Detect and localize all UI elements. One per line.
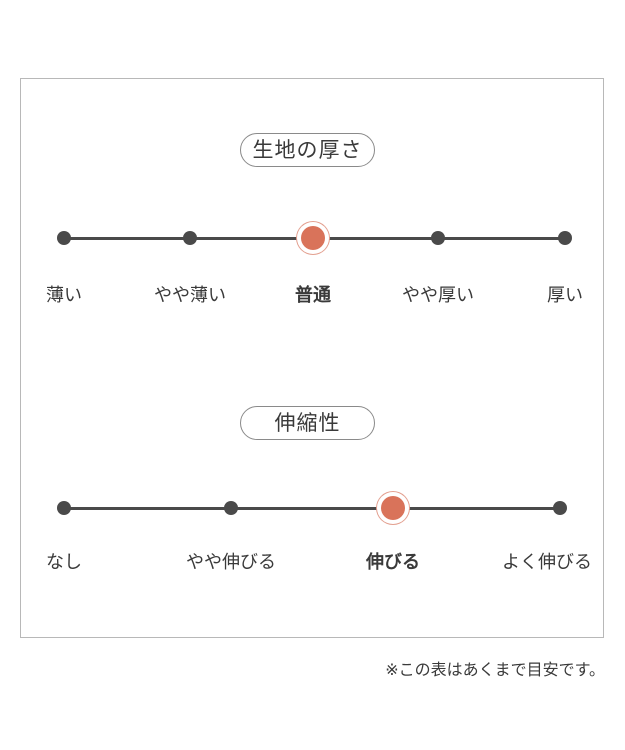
thickness-level-dot-4 — [558, 231, 572, 245]
thickness-level-dot-0 — [57, 231, 71, 245]
thickness-label-4: 厚い — [547, 285, 583, 306]
spec-panel — [20, 78, 604, 638]
stretch-label-1: やや伸びる — [186, 552, 276, 573]
disclaimer-note: ※この表はあくまで目安です。 — [385, 660, 605, 679]
thickness-label-3: やや厚い — [402, 285, 474, 306]
stretch-scale-track — [64, 507, 560, 510]
thickness-level-dot-3 — [431, 231, 445, 245]
section-title-thickness: 生地の厚さ — [240, 133, 375, 167]
thickness-label-0: 薄い — [46, 285, 82, 306]
stretch-label-0: なし — [46, 552, 82, 573]
stretch-label-2: 伸びる — [366, 552, 420, 573]
stretch-label-3: よく伸びる — [502, 552, 592, 573]
stretch-level-dot-1 — [224, 501, 238, 515]
stretch-level-dot-0 — [57, 501, 71, 515]
section-title-stretch: 伸縮性 — [240, 406, 375, 440]
thickness-label-1: やや薄い — [154, 285, 226, 306]
thickness-level-dot-1 — [183, 231, 197, 245]
thickness-label-2: 普通 — [295, 285, 331, 306]
stretch-level-dot-3 — [553, 501, 567, 515]
stretch-level-dot-2-selected — [381, 496, 405, 520]
thickness-level-dot-2-selected — [301, 226, 325, 250]
